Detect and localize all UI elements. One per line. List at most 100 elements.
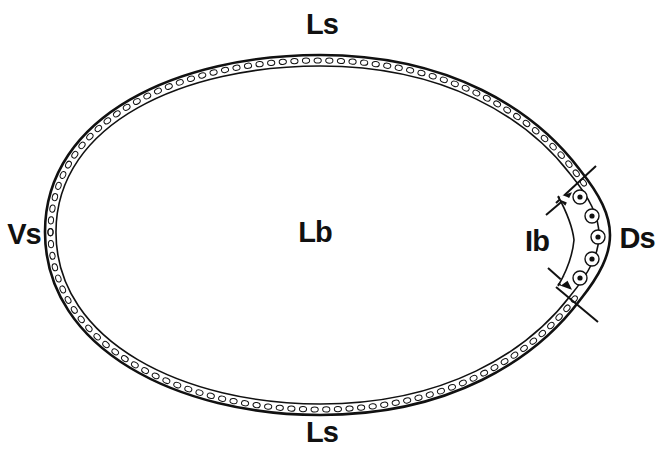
trophoblast-cell	[513, 112, 522, 120]
trophoblast-cell	[71, 150, 79, 159]
trophoblast-cell	[448, 384, 457, 391]
trophoblast-cell	[451, 80, 460, 87]
trophoblast-cell	[173, 381, 182, 388]
trophoblast-cell	[500, 357, 509, 365]
trophoblast-cell	[392, 400, 400, 406]
trophoblast-cell	[380, 402, 388, 408]
trophoblast-cell	[540, 134, 549, 143]
trophoblast-cell	[195, 389, 203, 396]
trophoblast-cell	[323, 407, 330, 412]
trophoblast-cell	[414, 394, 422, 401]
trophoblast-cell	[337, 58, 344, 64]
trophoblast-cell	[64, 160, 72, 169]
trophoblast-cell	[555, 313, 564, 322]
trophoblast-cell	[59, 171, 67, 180]
trophoblast-cell	[55, 274, 62, 283]
trophoblast-cell	[493, 100, 502, 108]
trophoblast-cell	[572, 169, 581, 178]
trophoblast-cell	[461, 84, 470, 92]
trophoblast-cell	[49, 252, 55, 260]
trophoblast-cell	[314, 58, 321, 63]
trophoblast-cell	[141, 367, 150, 375]
region-label: Ls	[306, 418, 338, 447]
trophoblast-cell	[346, 406, 354, 412]
trophoblast-cell	[563, 304, 572, 313]
region-label: Ls	[306, 10, 338, 39]
trophoblast-cell	[198, 72, 206, 79]
region-label: Vs	[7, 220, 40, 249]
trophoblast-cell	[579, 178, 587, 187]
trophoblast-cell	[503, 106, 512, 114]
trophoblast-cell	[48, 240, 54, 248]
trophoblast-cell	[59, 285, 67, 294]
trophoblast-cell	[86, 132, 95, 141]
cavity-label: Lb	[298, 218, 331, 247]
large-cell	[591, 230, 605, 244]
trophoblast-cell	[256, 61, 264, 67]
trophoblast-cell	[279, 59, 287, 65]
trophoblast-cell	[187, 75, 195, 82]
trophoblast-cell	[151, 372, 160, 380]
trophoblast-cell	[334, 406, 341, 411]
trophoblast-cell	[111, 348, 120, 356]
trophoblast-cell	[143, 92, 152, 100]
trophoblast-cell	[218, 395, 226, 402]
outer-wall	[45, 55, 610, 415]
trophoblast-cell	[440, 76, 449, 83]
trophoblast-cell	[230, 398, 238, 405]
trophoblast-cell	[154, 87, 163, 95]
trophoblast-cell	[48, 228, 53, 235]
trophoblast-cell	[232, 64, 240, 70]
inner-wall	[558, 196, 574, 286]
trophoblast-cell	[85, 324, 94, 333]
large-cell	[573, 190, 587, 204]
trophoblast-cell	[209, 69, 217, 76]
trophoblast-cell	[403, 397, 411, 404]
trophoblast-cell	[349, 59, 357, 65]
trophoblast-cell	[112, 110, 121, 118]
large-cell	[585, 209, 599, 223]
trophoblast-cell	[48, 216, 54, 224]
trophoblast-cell	[428, 73, 436, 80]
trophoblast-cell	[93, 332, 102, 341]
trophoblast-cell	[472, 89, 481, 97]
trophoblast-cell	[546, 321, 555, 330]
trophoblast-cell	[184, 385, 193, 392]
trophoblast-cell	[565, 160, 574, 169]
trophoblast-cell	[557, 151, 566, 160]
trophoblast-cell	[529, 337, 538, 346]
trophoblast-cell	[102, 340, 111, 349]
trophoblast-cell	[130, 361, 139, 369]
nucleus	[577, 275, 582, 280]
trophoblast-cell	[395, 65, 403, 72]
trophoblast-cell	[122, 103, 131, 111]
trophoblast-cell	[207, 392, 215, 399]
nucleus	[595, 234, 600, 239]
trophoblast-cell	[360, 60, 368, 66]
trophoblast-cell	[264, 404, 272, 410]
trophoblast-cell	[311, 407, 318, 412]
trophoblast-cell	[77, 315, 86, 324]
trophoblast-cell	[437, 388, 445, 395]
trophoblast-cell	[459, 379, 468, 387]
trophoblast-cell	[510, 351, 519, 359]
trophoblast-cell	[522, 119, 531, 128]
trophoblast-cell	[406, 67, 414, 74]
trophoblast-cell	[176, 79, 185, 86]
trophoblast-cell	[549, 142, 558, 151]
trophoblast-cell	[94, 124, 103, 133]
trophoblast-cell	[357, 405, 365, 411]
large-cell	[573, 271, 587, 285]
trophoblast-cell	[48, 229, 53, 236]
nucleus	[589, 213, 594, 218]
trophoblast-cell	[70, 305, 78, 314]
trophoblast-cell	[482, 94, 491, 102]
trophoblast-cell	[426, 391, 434, 398]
trophoblast-cell	[288, 406, 296, 412]
large-cell	[585, 252, 599, 266]
trophoblast-cell	[326, 58, 333, 63]
trophoblast-cell	[221, 67, 229, 74]
trophoblast-cell	[241, 400, 249, 406]
region-label: Ib	[525, 227, 549, 256]
trophoblast-cell	[49, 205, 55, 213]
